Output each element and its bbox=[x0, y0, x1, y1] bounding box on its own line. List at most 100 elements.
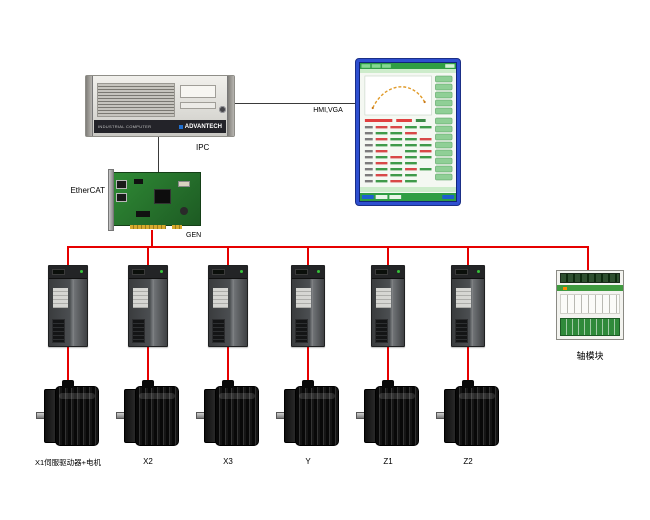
servo-motor-z1 bbox=[356, 380, 420, 447]
drive-panel bbox=[49, 266, 87, 279]
servo-drive-x3 bbox=[208, 265, 248, 347]
servo-drive-y bbox=[291, 265, 325, 347]
servo-motor-x2 bbox=[116, 380, 180, 447]
motor-cable-connector bbox=[462, 380, 474, 388]
drive-seam bbox=[72, 280, 74, 346]
drive-label-sticker bbox=[133, 288, 148, 308]
drive-display bbox=[212, 269, 225, 275]
servo-motor-x3 bbox=[196, 380, 260, 447]
motor-highlight bbox=[139, 393, 175, 399]
module-top-connectors bbox=[560, 273, 620, 283]
industrial-pc: INDUSTRIAL COMPUTER ADVANTECH bbox=[85, 75, 235, 137]
rack-handle bbox=[227, 76, 234, 136]
pcb-component bbox=[180, 207, 188, 215]
drive-connector-block bbox=[132, 319, 145, 343]
module-band bbox=[557, 285, 623, 291]
drive-display bbox=[375, 269, 388, 275]
drive-connector-block bbox=[455, 319, 468, 343]
drive-seam bbox=[152, 280, 154, 346]
drive-motor-line-z1 bbox=[387, 347, 389, 385]
drive-connector-block bbox=[375, 319, 388, 343]
axis-module bbox=[556, 270, 624, 340]
front-panel-strip: INDUSTRIAL COMPUTER ADVANTECH bbox=[94, 120, 226, 133]
drive-bay bbox=[180, 102, 216, 109]
drive-seam bbox=[311, 280, 313, 346]
power-button-icon bbox=[219, 106, 226, 113]
ethercat-card-bus-drop-line bbox=[151, 230, 153, 247]
module-led-icon bbox=[563, 287, 567, 290]
drive-connector-block bbox=[52, 319, 65, 343]
unit-label-y: Y bbox=[305, 457, 311, 466]
bus-drop-line-x3 bbox=[227, 248, 229, 265]
advantech-logo: ADVANTECH bbox=[178, 124, 222, 130]
drive-led-icon bbox=[160, 270, 163, 273]
motor-cable-connector bbox=[142, 380, 154, 388]
drive-panel bbox=[292, 266, 324, 279]
motor-body bbox=[295, 386, 339, 446]
drive-seam bbox=[391, 280, 393, 346]
bus-drop-line-axis-module bbox=[587, 248, 589, 270]
hmi-screen bbox=[359, 62, 457, 202]
ethercat-label: EtherCAT bbox=[70, 186, 105, 195]
bus-drop-line-z1 bbox=[387, 248, 389, 265]
drive-display bbox=[52, 269, 65, 275]
motor-cable-connector bbox=[222, 380, 234, 388]
ipc-monitor-link-line bbox=[235, 103, 355, 104]
motor-body bbox=[375, 386, 419, 446]
ethercat-bus-line bbox=[67, 246, 589, 248]
drive-panel bbox=[209, 266, 247, 279]
drive-led-icon bbox=[397, 270, 400, 273]
controller-chip bbox=[154, 189, 171, 204]
bus-drop-line-z2 bbox=[467, 248, 469, 265]
axis-module-label: 轴模块 bbox=[576, 351, 604, 361]
servo-motor-x1 bbox=[36, 380, 100, 447]
drive-led-icon bbox=[240, 270, 243, 273]
unit-label-z1: Z1 bbox=[383, 457, 393, 466]
drive-led-icon bbox=[80, 270, 83, 273]
drive-panel bbox=[372, 266, 404, 279]
drive-label-sticker bbox=[296, 288, 311, 308]
unit-label-x2: X2 bbox=[143, 457, 153, 466]
servo-motor-y bbox=[276, 380, 340, 447]
rack-handle bbox=[86, 76, 93, 136]
drive-connector-block bbox=[295, 319, 308, 343]
pcie-edge-connector bbox=[130, 225, 166, 229]
drive-label-sticker bbox=[53, 288, 68, 308]
drive-seam bbox=[471, 280, 473, 346]
hmi-monitor bbox=[355, 58, 461, 206]
motor-body bbox=[455, 386, 499, 446]
drive-panel bbox=[129, 266, 167, 279]
drive-panel bbox=[452, 266, 484, 279]
ipc-panel-text: INDUSTRIAL COMPUTER bbox=[98, 124, 152, 129]
drive-display bbox=[132, 269, 145, 275]
motor-body bbox=[215, 386, 259, 446]
pcb-component bbox=[134, 179, 143, 184]
drive-label-sticker bbox=[213, 288, 228, 308]
servo-drive-z1 bbox=[371, 265, 405, 347]
ipc-label: IPC bbox=[196, 143, 210, 152]
hmi-vga-link-label: HMI,VGA bbox=[313, 107, 343, 114]
drive-led-icon bbox=[477, 270, 480, 273]
drive-led-icon bbox=[317, 270, 320, 273]
module-body bbox=[560, 294, 620, 314]
drive-motor-line-y bbox=[307, 347, 309, 385]
card-bracket bbox=[108, 169, 114, 231]
ethercat-card bbox=[108, 169, 201, 231]
bus-drop-line-x2 bbox=[147, 248, 149, 265]
servo-motor-z2 bbox=[436, 380, 500, 447]
drive-motor-line-z2 bbox=[467, 347, 469, 385]
unit-label-z2: Z2 bbox=[463, 457, 473, 466]
drive-bay bbox=[180, 85, 216, 98]
drive-label-sticker bbox=[376, 288, 391, 308]
drive-motor-line-x2 bbox=[147, 347, 149, 385]
drive-display bbox=[455, 269, 468, 275]
ethercat-card-name-label: GEN bbox=[186, 232, 202, 239]
motor-cable-connector bbox=[62, 380, 74, 388]
drive-seam bbox=[232, 280, 234, 346]
motor-body bbox=[55, 386, 99, 446]
motor-cable-connector bbox=[302, 380, 314, 388]
drive-display bbox=[295, 269, 308, 275]
unit-label-x3: X3 bbox=[223, 457, 233, 466]
drive-motor-line-x1 bbox=[67, 347, 69, 385]
